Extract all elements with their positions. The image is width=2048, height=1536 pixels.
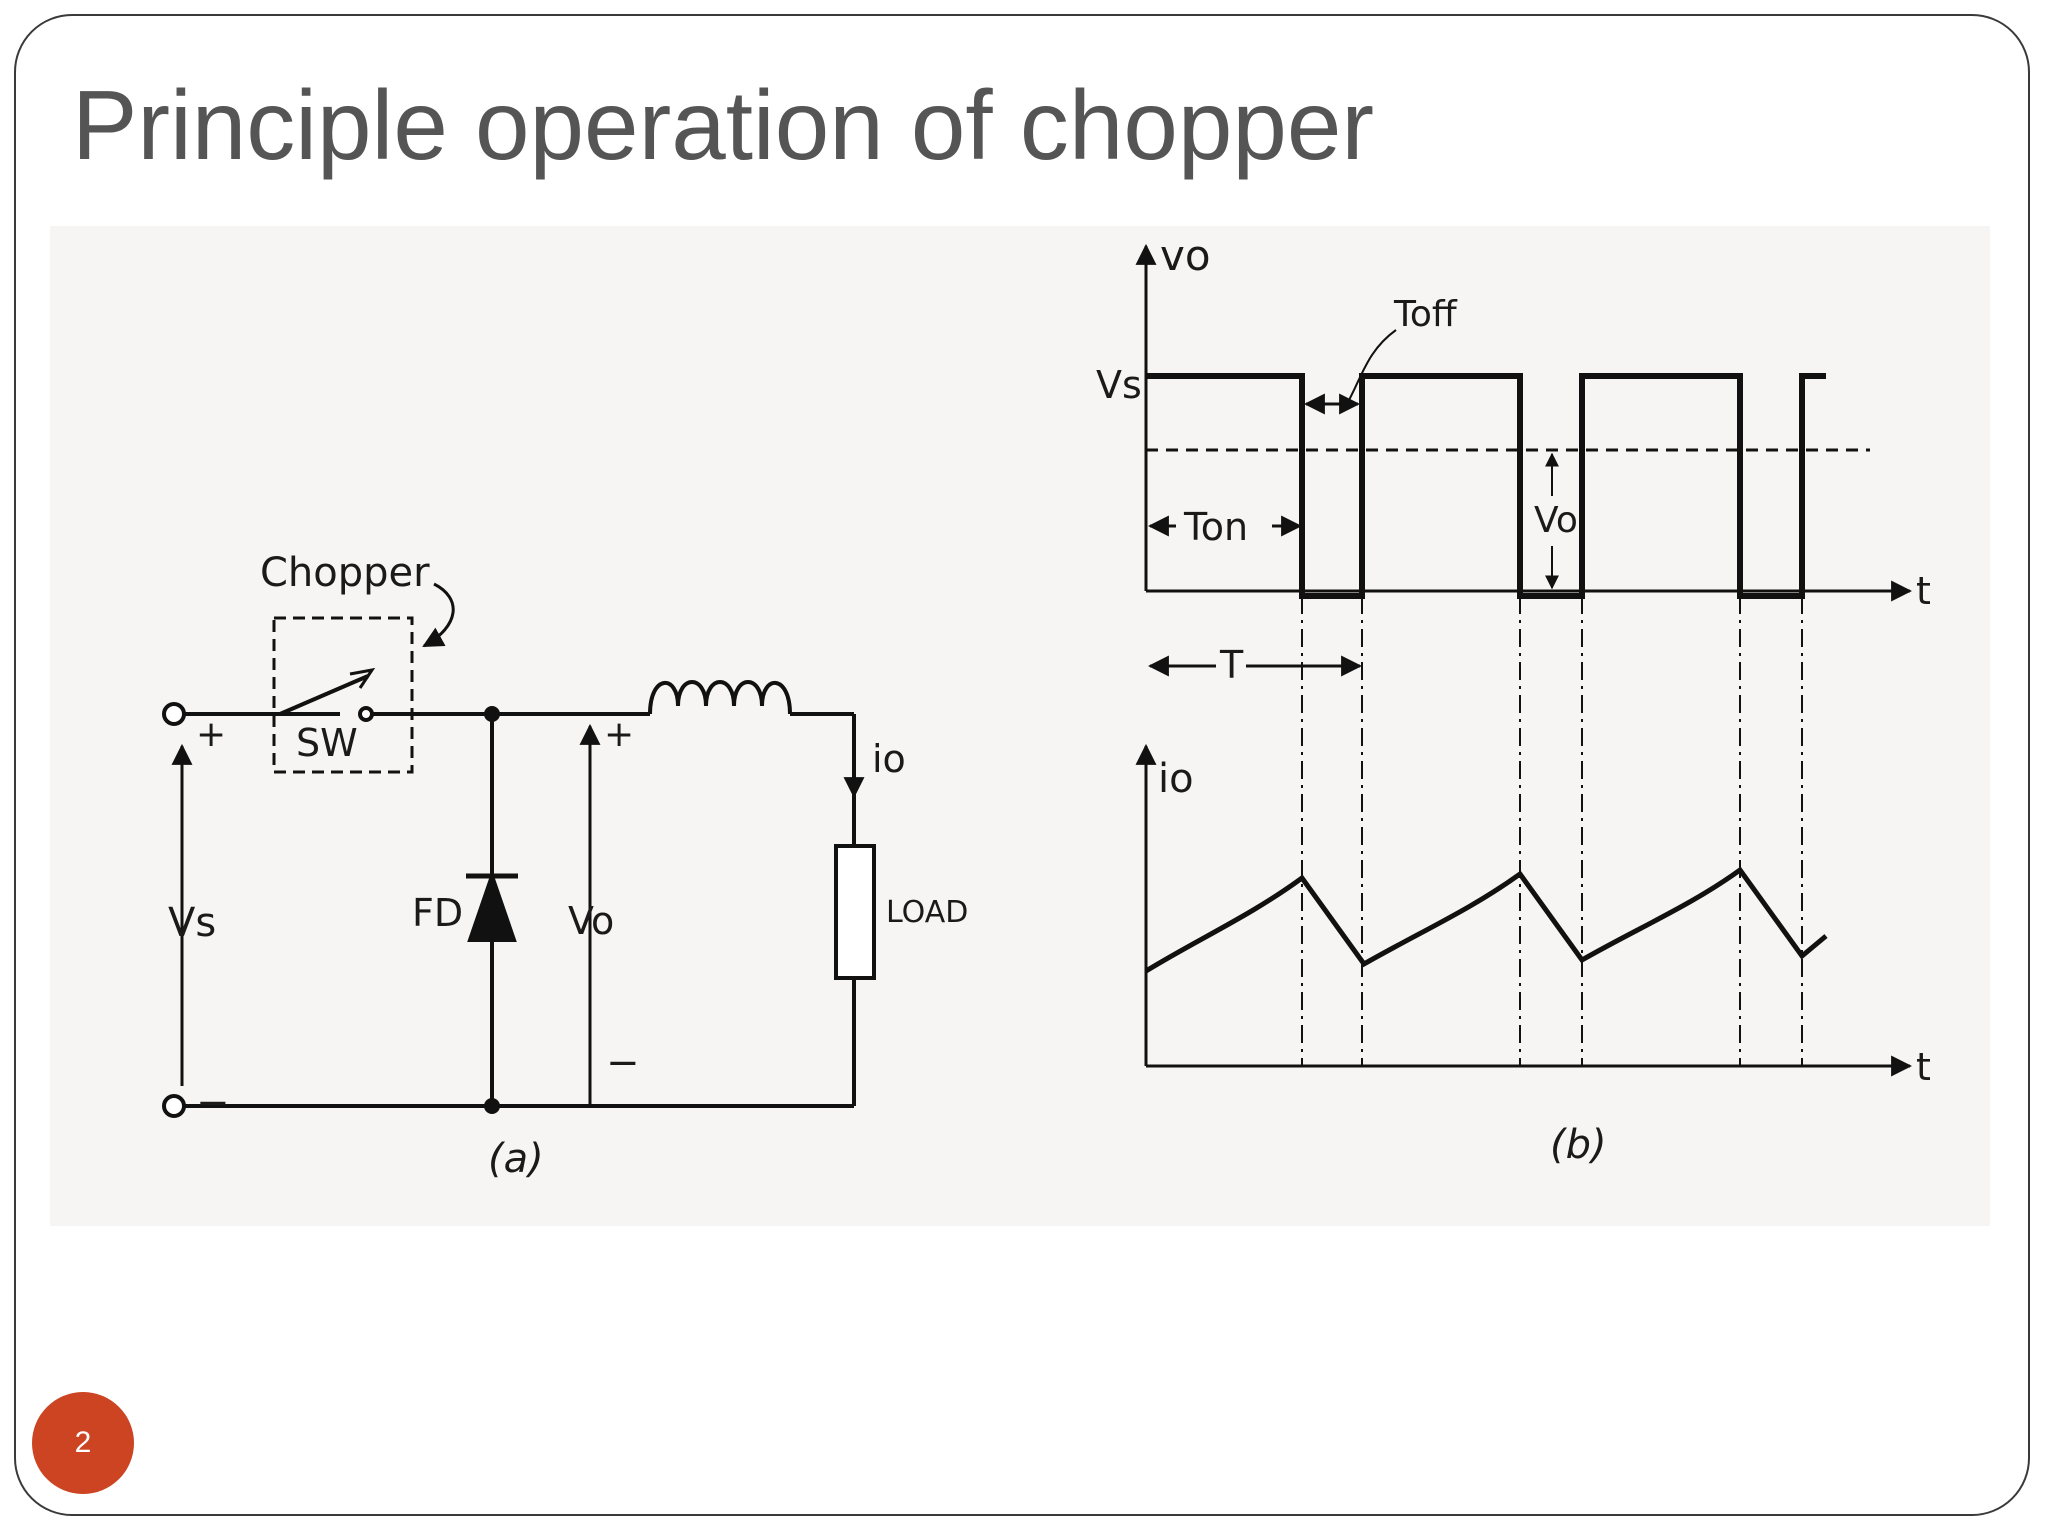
current-waveform [1144,866,1828,974]
ton-label: Ton [1183,505,1248,549]
page-number-badge: 2 [32,1392,134,1494]
waveform-diagram [1135,243,1913,1077]
output-minus: − [606,1040,640,1086]
toff-pointer [1347,329,1397,403]
current-axis-label: io [1158,756,1194,802]
vs-label: Vs [1096,363,1142,407]
current-label: io [872,737,906,781]
time-axis-label-bottom: t [1916,1045,1931,1089]
switch-arrow [349,667,376,689]
terminal-bottom [162,1094,186,1118]
diode-label: FD [412,891,463,935]
load-resistor [834,844,876,980]
output-plus: + [604,714,634,755]
diode-symbol [467,869,517,942]
time-axis-label-top: t [1916,569,1931,613]
output-label: Vo [568,899,614,943]
vo-average-label: Vo [1534,500,1578,541]
source-plus: + [196,714,226,755]
switching-guides [1301,596,1803,1066]
source-label: Vs [168,900,216,946]
chopper-box [272,616,414,774]
period-label: T [1219,643,1244,687]
switch-label: SW [296,721,358,765]
inductor [648,680,792,715]
voltage-axis-label: vo [1160,231,1211,280]
scan-background [50,226,1990,1226]
circuit-diagram [162,582,876,1118]
switch-blade [279,674,369,716]
voltage-waveform [1146,373,1826,599]
chopper-label: Chopper [260,550,430,596]
terminal-top [162,702,186,726]
slide-title: Principle operation of chopper [72,70,1375,180]
waveform-caption: (b) [1550,1122,1607,1168]
toff-label: Toff [1393,294,1458,335]
switch-contact [358,706,374,722]
load-label: LOAD [886,895,968,930]
circuit-caption: (a) [488,1136,544,1182]
source-minus: − [196,1080,230,1126]
chopper-figure: Chopper SW + − Vs FD Vo + − io LOAD (a) [50,226,1990,1226]
chopper-pointer [422,582,455,648]
